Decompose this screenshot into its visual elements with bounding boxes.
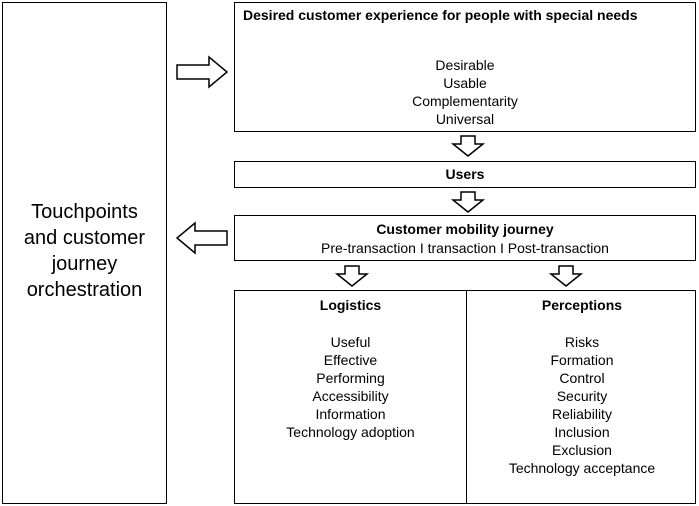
desired-experience-box: Desired customer experience for people w… [234,2,696,132]
users-box: Users [234,161,696,188]
logistics-item: Technology adoption [286,424,415,440]
logistics-item: Effective [323,352,378,368]
logistics-item: Useful [330,334,371,350]
touchpoints-box: Touchpoints and customer journey orchest… [2,2,167,504]
perceptions-item: Security [556,388,608,404]
touchpoints-line-2: and customer [23,227,146,249]
customer-journey-title: Customer mobility journey [376,221,554,237]
perceptions-item: Reliability [552,406,612,422]
experience-item: Universal [435,111,495,127]
down-arrow-icon [548,265,584,287]
perceptions-items: Risks Formation Control Security Reliabi… [467,333,697,477]
users-title: Users [445,166,485,182]
perceptions-item: Control [559,370,605,386]
right-arrow-icon [176,55,229,89]
desired-experience-title: Desired customer experience for people w… [243,7,638,23]
logistics-item: Accessibility [312,388,389,404]
customer-journey-subtitle: Pre-transaction I transaction I Post-tra… [321,240,609,256]
experience-item: Usable [443,75,487,91]
touchpoints-line-3: journey [51,253,118,275]
perceptions-item: Risks [564,334,600,350]
perceptions-item: Inclusion [554,424,610,440]
touchpoints-label: Touchpoints and customer journey orchest… [3,199,166,303]
logistics-item: Performing [316,370,385,386]
perceptions-item: Exclusion [552,442,612,458]
logistics-items: Useful Effective Performing Accessibilit… [235,333,466,441]
perceptions-item: Formation [550,352,614,368]
perceptions-title: Perceptions [541,297,623,313]
logistics-item: Information [315,406,386,422]
down-arrow-icon [450,135,486,157]
customer-journey-box: Customer mobility journey Pre-transactio… [234,215,696,261]
down-arrow-icon [334,265,370,287]
touchpoints-line-1: Touchpoints [31,201,138,223]
bottom-divider [466,291,467,503]
down-arrow-icon [450,191,486,213]
logistics-panel: Logistics Useful Effective Performing Ac… [235,291,466,503]
experience-item: Complementarity [412,93,518,109]
bottom-box: Logistics Useful Effective Performing Ac… [234,290,696,504]
experience-item: Desirable [435,57,495,73]
left-arrow-icon [175,221,228,255]
perceptions-item: Technology acceptance [508,460,656,476]
touchpoints-line-4: orchestration [26,279,143,301]
desired-experience-items: Desirable Usable Complementarity Univers… [235,56,695,128]
logistics-title: Logistics [319,297,382,313]
perceptions-panel: Perceptions Risks Formation Control Secu… [467,291,697,503]
